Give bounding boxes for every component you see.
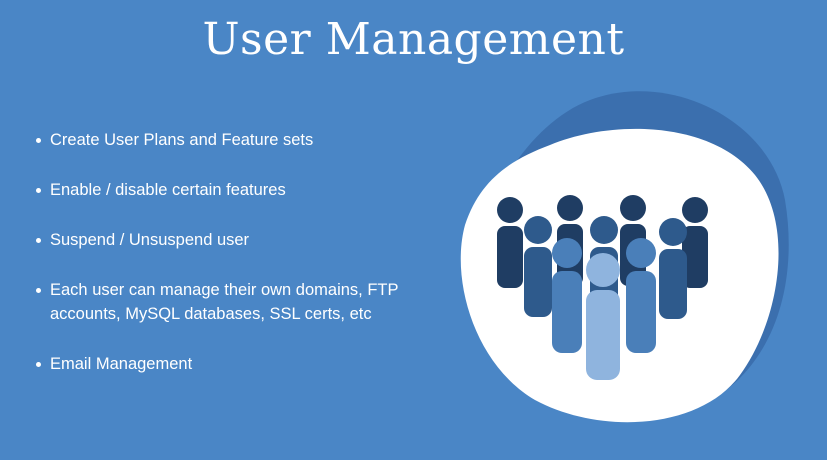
bullet-item: Email Management [36,352,436,376]
person-icon-front [586,253,620,380]
person-icon-row-third [552,238,656,353]
bullet-item: Create User Plans and Feature sets [36,128,436,152]
bullet-item: Enable / disable certain features [36,178,436,202]
bullet-item: Each user can manage their own domains, … [36,278,436,326]
page-title: User Management [202,14,625,65]
bullet-item: Suspend / Unsuspend user [36,228,436,252]
bullet-list: Create User Plans and Feature sets Enabl… [36,128,436,402]
user-group-icon [460,91,789,423]
illustration [440,80,820,450]
